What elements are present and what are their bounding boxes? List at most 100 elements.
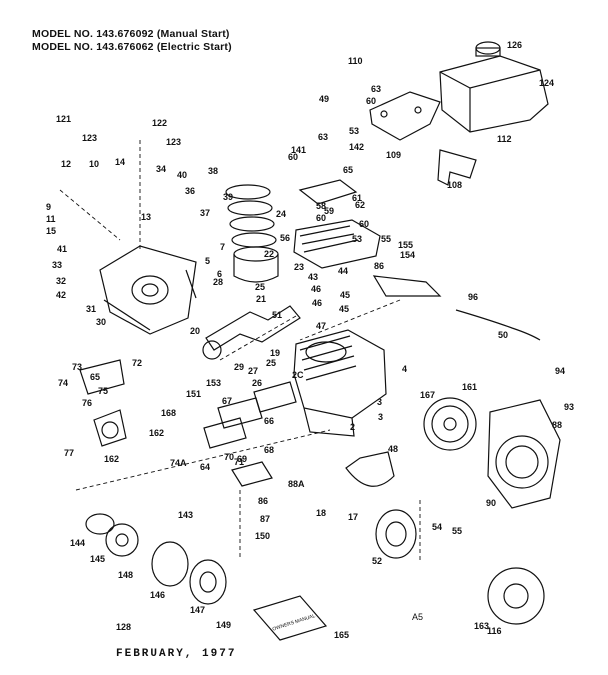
callout-21: 21 [256, 294, 266, 304]
callout-56: 56 [280, 233, 290, 243]
callout-150: 150 [255, 531, 270, 541]
footer-date: FEBRUARY, 1977 [116, 648, 237, 660]
callout-9: 9 [46, 202, 51, 212]
callout-108: 108 [447, 180, 462, 190]
callout-143: 143 [178, 510, 193, 520]
callout-145: 145 [90, 554, 105, 564]
callout-51: 51 [272, 310, 282, 320]
callout-20: 20 [190, 326, 200, 336]
callout-40: 40 [177, 170, 187, 180]
callout-14: 14 [115, 157, 125, 167]
callout-76: 76 [82, 398, 92, 408]
callout-50: 50 [498, 330, 508, 340]
callout-54: 54 [432, 522, 442, 532]
callout-149: 149 [216, 620, 231, 630]
callout-64: 64 [200, 462, 210, 472]
callout-124: 124 [539, 78, 554, 88]
callout-69: 69 [237, 454, 247, 464]
callout-110: 110 [348, 56, 363, 66]
callout-47: 47 [316, 321, 326, 331]
flywheel [423, 397, 477, 451]
callout-141: 141 [291, 145, 306, 155]
callout-32: 32 [56, 276, 66, 286]
bracket-96 [372, 275, 442, 297]
callout-61: 61 [352, 193, 362, 203]
dashed-guides [59, 140, 421, 560]
starter-gear [375, 509, 417, 559]
blower-housing [487, 399, 561, 509]
callout-77: 77 [64, 448, 74, 458]
callout-153: 153 [206, 378, 221, 388]
callout-161: 161 [462, 382, 477, 392]
callout-41: 41 [57, 244, 67, 254]
callout-75: 75 [98, 386, 108, 396]
callout-86: 86 [374, 261, 384, 271]
callout-163: 163 [474, 621, 489, 631]
callout-63: 63 [371, 84, 381, 94]
callout-112: 112 [497, 134, 512, 144]
cylinder-head [293, 179, 381, 269]
owners-manual [252, 595, 328, 641]
callout-15: 15 [46, 226, 56, 236]
callout-146: 146 [150, 590, 165, 600]
callout-29: 29 [234, 362, 244, 372]
callout-72: 72 [132, 358, 142, 368]
callout-96: 96 [468, 292, 478, 302]
callout-60: 60 [366, 96, 376, 106]
callout-70: 70 [224, 452, 234, 462]
callout-18: 18 [316, 508, 326, 518]
callout-3: 3 [378, 412, 383, 422]
callout-68: 68 [264, 445, 274, 455]
callout-93: 93 [564, 402, 574, 412]
callout-126: 126 [507, 40, 522, 50]
callout-10: 10 [89, 159, 99, 169]
callout-65: 65 [90, 372, 100, 382]
callout-74: 74 [58, 378, 68, 388]
callout-123: 123 [82, 133, 97, 143]
callout-90: 90 [486, 498, 496, 508]
callout-13: 13 [141, 212, 151, 222]
callout-87: 87 [260, 514, 270, 524]
callout-48: 48 [388, 444, 398, 454]
callout-33: 33 [52, 260, 62, 270]
callout-162: 162 [104, 454, 119, 464]
callout-73: 73 [72, 362, 82, 372]
callout-58: 58 [316, 201, 326, 211]
callout-142: 142 [349, 142, 364, 152]
rewind-starter [85, 513, 227, 605]
callout-37: 37 [200, 208, 210, 218]
governor-parts [79, 359, 127, 447]
callout-63: 63 [318, 132, 328, 142]
callout-38: 38 [208, 166, 218, 176]
callout-121: 121 [56, 114, 71, 124]
callout-25: 25 [266, 358, 276, 368]
callout-17: 17 [348, 512, 358, 522]
callout-43: 43 [308, 272, 318, 282]
callout-11: 11 [46, 214, 56, 224]
crankshaft [202, 305, 301, 360]
callout-94: 94 [555, 366, 565, 376]
callout-66: 66 [264, 416, 274, 426]
callout-7: 7 [220, 242, 225, 252]
callout-74A: 74A [170, 458, 187, 468]
callout-45: 45 [339, 304, 349, 314]
callout-88: 88 [552, 420, 562, 430]
callout-46: 46 [311, 284, 321, 294]
callout-49: 49 [319, 94, 329, 104]
recoil-cover [487, 567, 545, 625]
callout-88A: 88A [288, 479, 305, 489]
callout-67: 67 [222, 396, 232, 406]
callout-59: 59 [324, 206, 334, 216]
callout-5: 5 [205, 256, 210, 266]
carburetor-gaskets [203, 381, 297, 449]
callout-128: 128 [116, 622, 131, 632]
callout-52: 52 [372, 556, 382, 566]
callout-19: 19 [270, 348, 280, 358]
callout-154: 154 [400, 250, 415, 260]
air-filter-88a [231, 461, 273, 487]
callout-31: 31 [86, 304, 96, 314]
model-header: MODEL NO. 143.676092 (Manual Start) MODE… [32, 28, 232, 54]
callout-55: 55 [381, 234, 391, 244]
